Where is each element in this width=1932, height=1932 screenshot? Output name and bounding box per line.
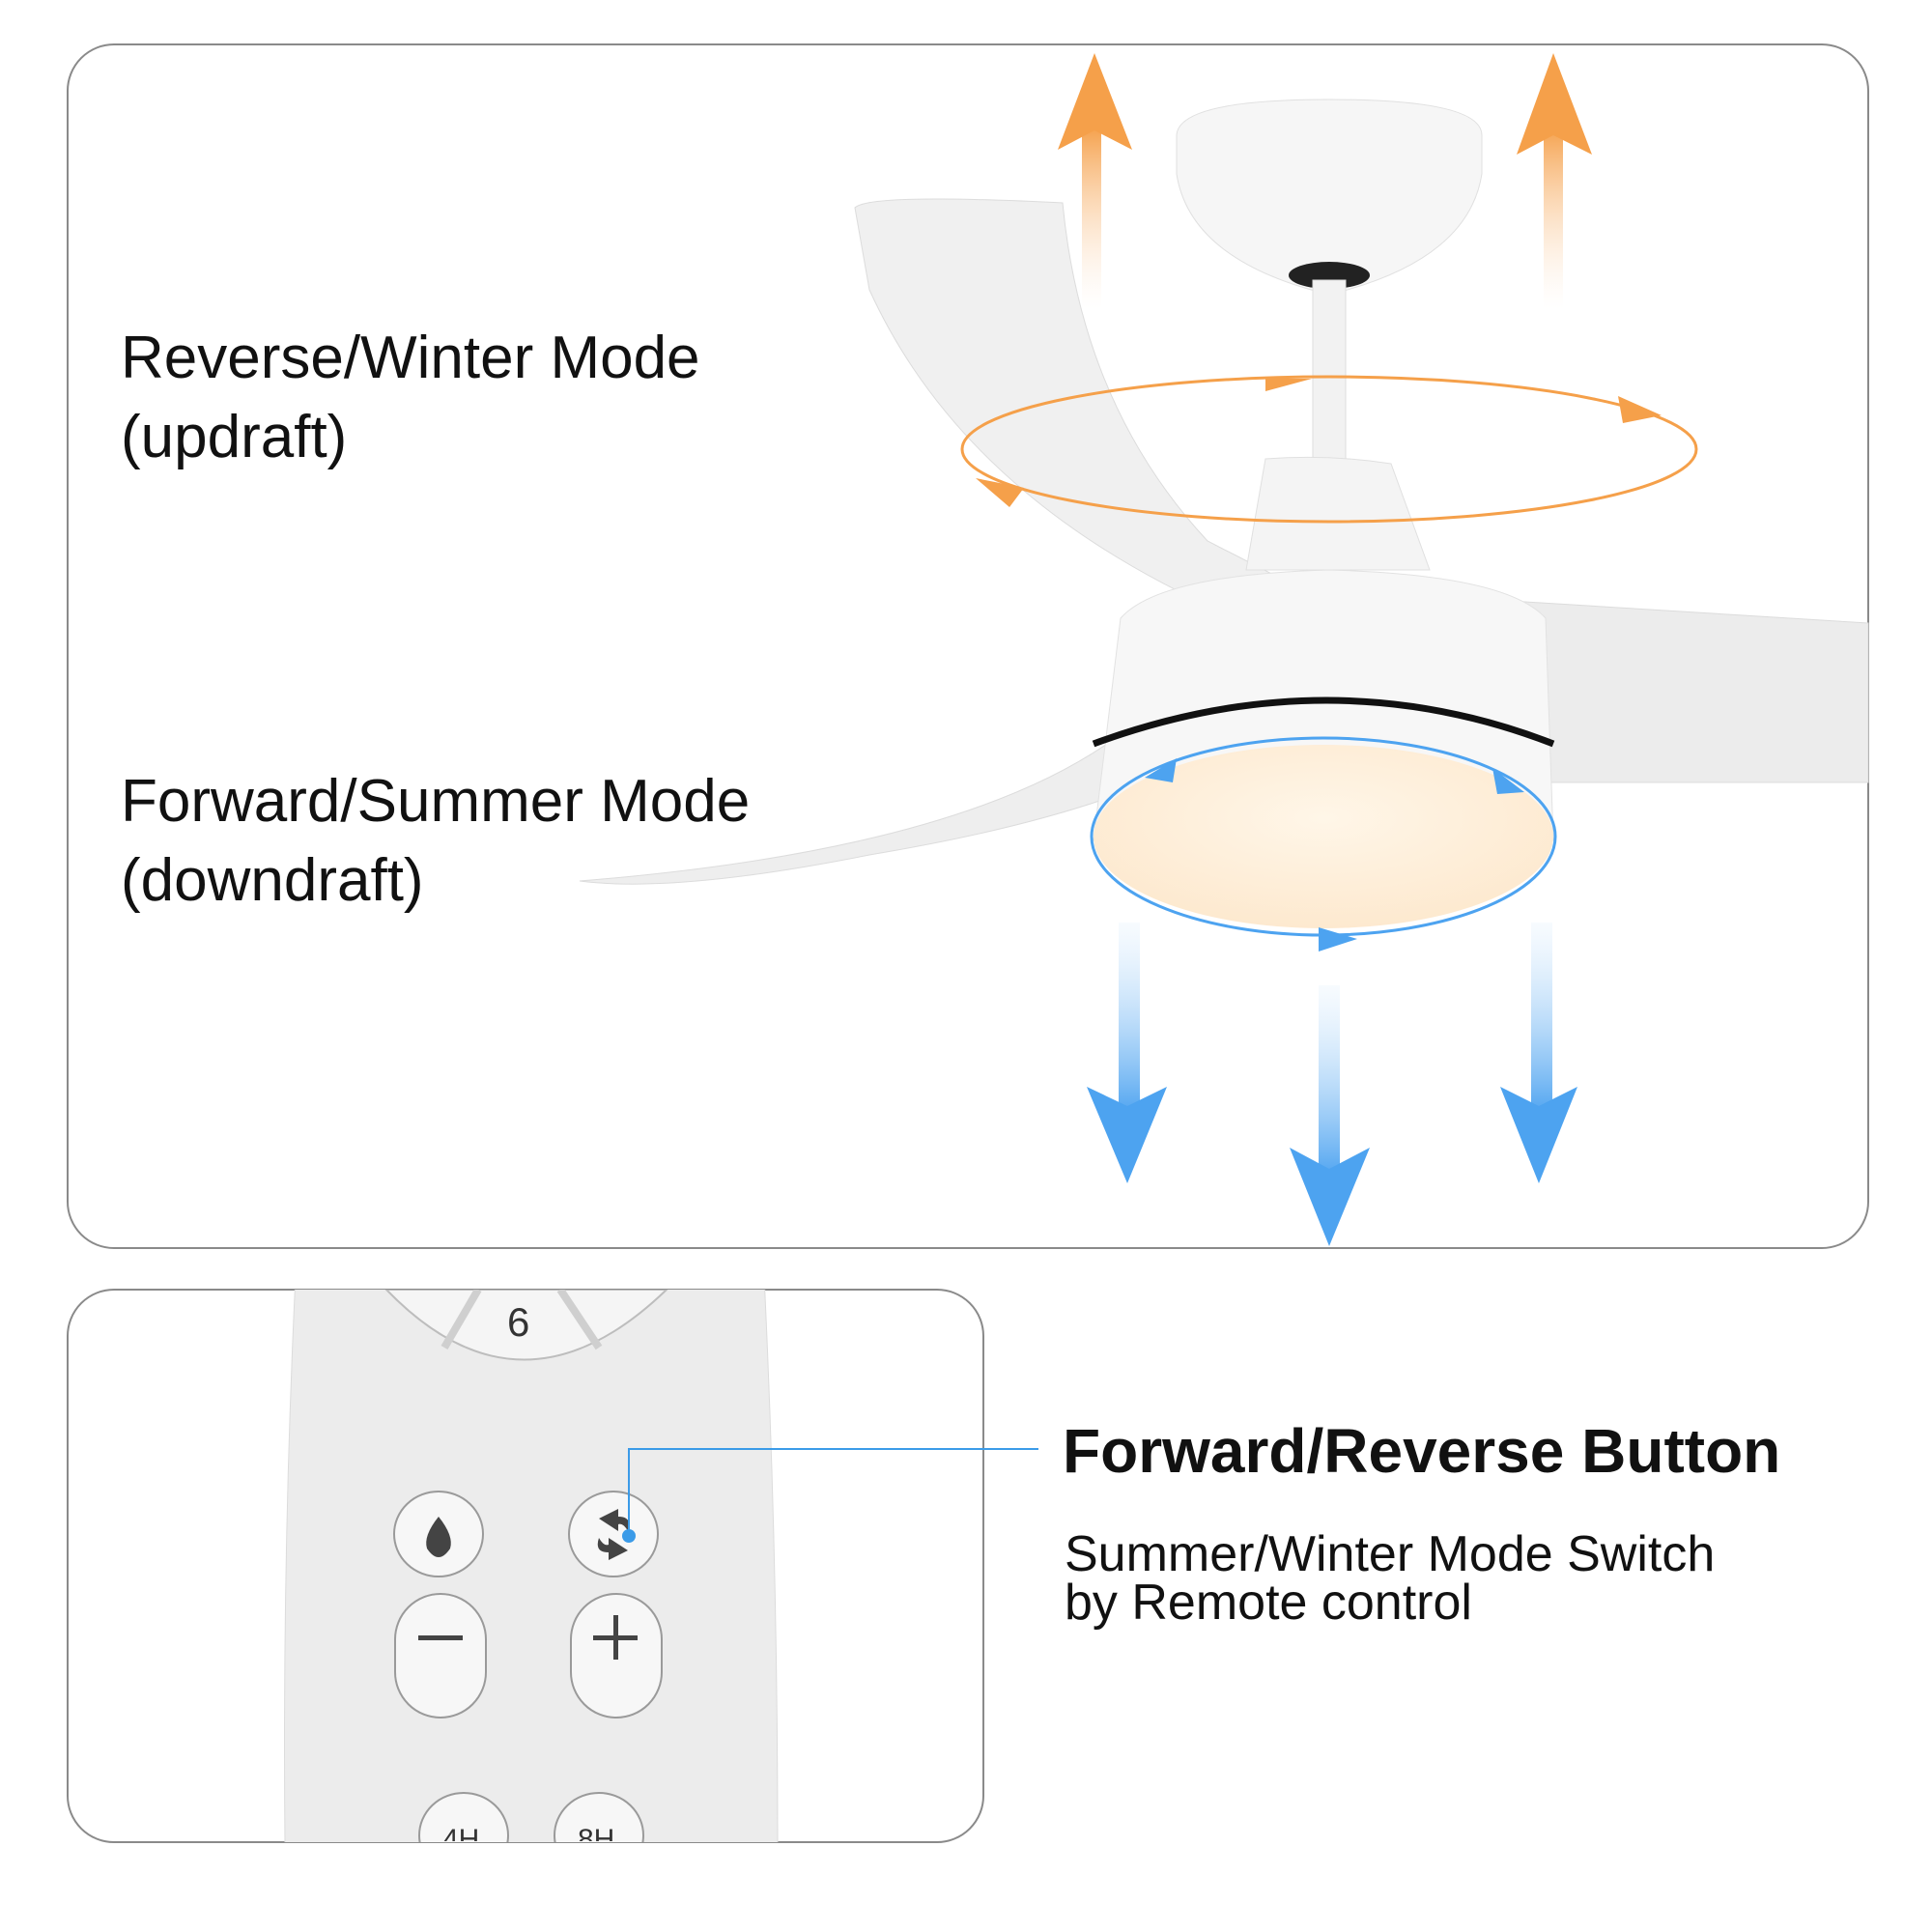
- minus-icon: [418, 1635, 463, 1640]
- updraft-arrow-left: [1058, 53, 1132, 309]
- fan-canopy: [1176, 99, 1483, 296]
- timer-8h-button: [554, 1792, 644, 1842]
- fan-light-kit: [1094, 745, 1553, 928]
- remote-top-button-label: 6: [507, 1299, 530, 1345]
- remote-control: [284, 1290, 779, 1842]
- callout-dot: [622, 1529, 636, 1543]
- callout-title: Forward/Reverse Button: [1063, 1416, 1781, 1486]
- callout-subtitle-line2: by Remote control: [1065, 1575, 1472, 1631]
- bulb-icon: [426, 1517, 451, 1557]
- reverse-arrows-icon: [597, 1509, 630, 1560]
- forward-mode-label: Forward/Summer Mode (downdraft): [121, 762, 750, 921]
- reverse-rotation-ring: [960, 375, 1698, 524]
- reverse-mode-title: Reverse/Winter Mode: [121, 325, 700, 391]
- fan-blade-left: [854, 198, 1406, 643]
- downdraft-arrow-center: [1290, 985, 1370, 1246]
- callout-line: [628, 1448, 1038, 1536]
- fan-blade-bottom: [579, 732, 1122, 885]
- minus-button: [394, 1593, 487, 1719]
- reverse-mode-subtitle: (updraft): [121, 404, 348, 470]
- forward-mode-subtitle: (downdraft): [121, 847, 424, 914]
- downdraft-arrow-left: [1087, 923, 1167, 1183]
- updraft-arrow-right: [1517, 53, 1592, 309]
- forward-reverse-button: [568, 1491, 659, 1577]
- downdraft-arrow-right: [1500, 923, 1577, 1183]
- timer-8h-label: 8H: [578, 1824, 615, 1841]
- callout-subtitle-line1: Summer/Winter Mode Switch: [1065, 1526, 1716, 1582]
- timer-4h-label: 4H: [442, 1824, 480, 1841]
- reverse-mode-label: Reverse/Winter Mode (updraft): [121, 319, 700, 477]
- timer-4h-button: [418, 1792, 509, 1842]
- forward-mode-title: Forward/Summer Mode: [121, 768, 751, 835]
